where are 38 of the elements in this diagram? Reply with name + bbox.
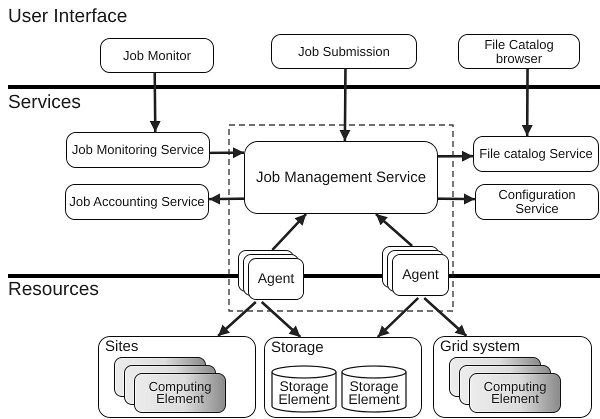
arrow <box>150 72 161 132</box>
resource-group <box>264 337 422 418</box>
component-box: File catalog Service <box>473 136 599 172</box>
arrow <box>438 193 476 204</box>
agent-card: Agent <box>392 254 449 296</box>
component-box: Job Accounting Service <box>65 184 209 220</box>
component-box: Job Monitoring Service <box>66 132 210 168</box>
arrow <box>208 193 244 204</box>
arrow <box>339 69 350 141</box>
arrow <box>438 150 473 162</box>
agent-stack <box>238 250 304 302</box>
storage-cylinder: Storage Element <box>341 365 407 413</box>
layer-label: User Interface <box>8 6 128 28</box>
management-service-box: Job Management Service <box>244 141 438 214</box>
arrow <box>210 147 244 158</box>
arrow <box>260 301 302 338</box>
storage-cylinder: Storage Element <box>271 365 337 413</box>
resource-group <box>98 336 256 418</box>
component-box: Job Monitor <box>100 38 214 73</box>
layer-label: Services <box>8 92 81 114</box>
group-title: Sites <box>105 339 138 355</box>
computing-element-card: Computing Element <box>469 373 561 413</box>
component-box: Configuration Service <box>475 184 599 220</box>
resource-group <box>433 336 592 418</box>
agent-card: Agent <box>248 258 304 300</box>
agent-stack <box>382 246 449 298</box>
layer-label: Resources <box>8 279 99 301</box>
group-title: Grid system <box>440 339 520 355</box>
group-title: Storage <box>271 340 324 356</box>
arrow <box>423 297 468 337</box>
component-box: Job Submission <box>271 34 417 69</box>
arrow <box>522 69 533 136</box>
component-box: File Catalog browser <box>458 34 580 69</box>
arrow <box>376 297 420 338</box>
arrow <box>375 213 413 247</box>
computing-element-card: Computing Element <box>134 373 226 413</box>
arrow <box>217 301 257 337</box>
arrow <box>271 213 308 251</box>
